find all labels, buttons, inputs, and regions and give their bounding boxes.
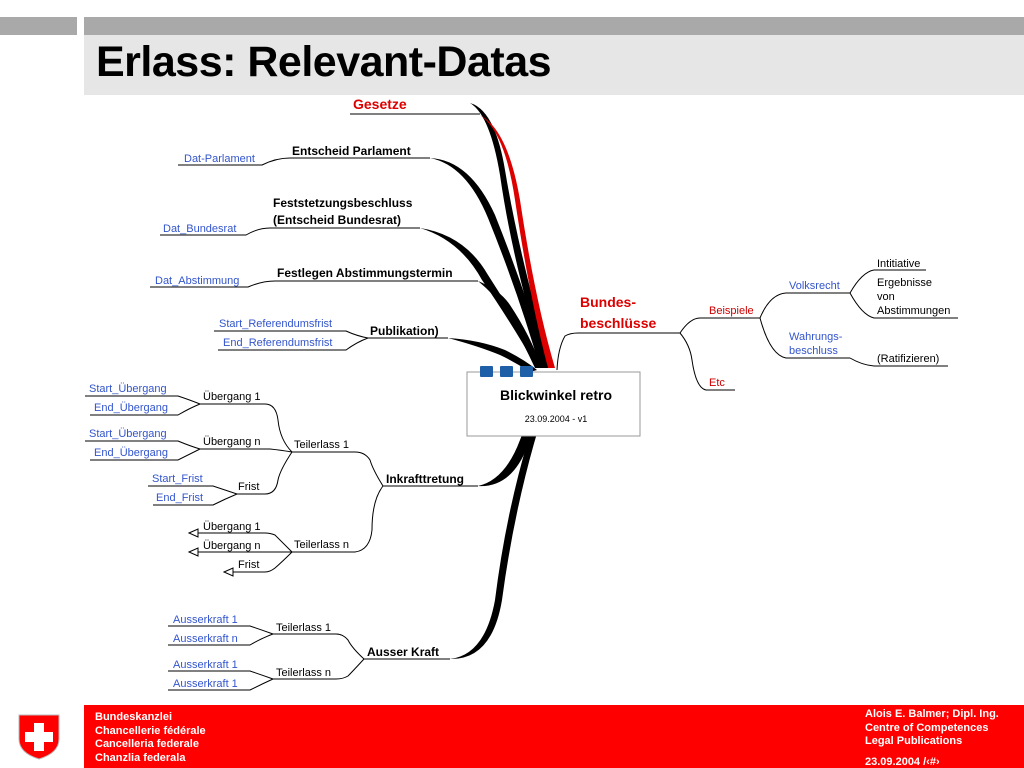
footer-right-text: Alois E. Balmer; Dipl. Ing. Centre of Co… [865,708,999,749]
node-bundesbeschluesse-line2: beschlüsse [580,315,656,331]
node-frist-b: Frist [238,559,259,571]
node-uebergang-n-b: Übergang n [203,540,261,552]
footer-date: 23.09.2004 /‹#› [865,756,940,768]
node-ergebnisse-line2: von [877,291,895,303]
node-end-referendumsfrist: End_Referendumsfrist [223,337,332,349]
node-initiative: Intitiative [877,258,920,270]
connector-lines [85,113,958,691]
node-end-uebergang-n: End_Übergang [94,447,168,459]
slide-title: Erlass: Relevant-Datas [96,38,552,86]
footer-author: Alois E. Balmer; Dipl. Ing. [865,708,999,720]
node-teilerlass-1: Teilerlass 1 [294,439,349,451]
node-ratifizieren: (Ratifizieren) [877,353,939,365]
node-ausserkraft-n-a: Ausserkraft n [173,633,238,645]
node-entscheid-bundesrat: (Entscheid Bundesrat) [273,213,401,227]
node-end-uebergang-1: End_Übergang [94,402,168,414]
footer-line: Bundeskanzlei [95,711,173,723]
node-beispiele: Beispiele [709,305,754,317]
node-ausserkraft-1-b: Ausserkraft 1 [173,659,238,671]
node-gesetze: Gesetze [353,96,407,112]
center-title: Blickwinkel retro [500,387,612,403]
footer-line: Centre of Competences [865,721,989,734]
node-ergebnisse-line1: Ergebnisse [877,277,932,289]
node-ausserkraft-1-c: Ausserkraft 1 [173,678,238,690]
center-subtitle: 23.09.2004 - v1 [525,414,588,424]
node-festlegen-abstimmungstermin: Festlegen Abstimmungstermin [277,266,453,280]
node-uebergang-n: Übergang n [203,436,261,448]
node-dat-parlament: Dat-Parlament [184,153,255,165]
node-dat-abstimmung: Dat_Abstimmung [155,275,239,287]
footer-line: Cancelleria federale [95,738,199,750]
node-wahrungs-line1: Wahrungs- [789,331,843,343]
header-bar-left [0,17,77,35]
center-node: Blickwinkel retro 23.09.2004 - v1 [466,366,641,437]
node-inkrafttretung: Inkrafttretung [386,472,464,486]
node-dat-bundesrat: Dat_Bundesrat [163,223,236,235]
node-entscheid-parlament: Entscheid Parlament [292,144,411,158]
node-teilerlass-n: Teilerlass n [294,539,349,551]
footer-line: Legal Publications [865,735,963,747]
node-etc: Etc [709,377,725,389]
title-band [84,35,1024,95]
node-volksrecht: Volksrecht [789,280,840,292]
node-ak-teilerlass-n: Teilerlass n [276,667,331,679]
footer-line: Chancellerie fédérale [95,724,206,737]
header-bar [84,17,1024,35]
node-ak-teilerlass-1: Teilerlass 1 [276,622,331,634]
arrowheads [187,528,234,577]
footer-bar [84,705,1024,768]
node-ausserkraft-1-a: Ausserkraft 1 [173,614,238,626]
swiss-cross-icon [18,714,60,760]
node-frist: Frist [238,481,259,493]
footer-left-text: Bundeskanzlei Chancellerie fédérale Canc… [95,711,206,765]
node-ergebnisse-line3: Abstimmungen [877,305,950,317]
node-bundesbeschluesse-line1: Bundes- [580,294,636,310]
node-labels: Gesetze Entscheid Parlament Dat-Parlamen… [89,96,950,690]
mind-map: Blickwinkel retro 23.09.2004 - v1 [85,96,958,691]
node-start-uebergang-1: Start_Übergang [89,383,167,395]
node-publikation: Publikation) [370,324,439,338]
node-uebergang-1: Übergang 1 [203,391,261,403]
node-start-uebergang-n: Start_Übergang [89,428,167,440]
footer-line: Chanzlia federala [95,751,186,764]
node-feststetzungsbeschluss: Feststetzungsbeschluss [273,196,413,210]
node-uebergang-1-b: Übergang 1 [203,521,261,533]
node-start-frist: Start_Frist [152,473,203,485]
node-ausser-kraft: Ausser Kraft [367,645,439,659]
node-start-referendumsfrist: Start_Referendumsfrist [219,318,332,330]
node-wahrungs-line2: beschluss [789,345,838,357]
node-end-frist: End_Frist [156,492,203,504]
